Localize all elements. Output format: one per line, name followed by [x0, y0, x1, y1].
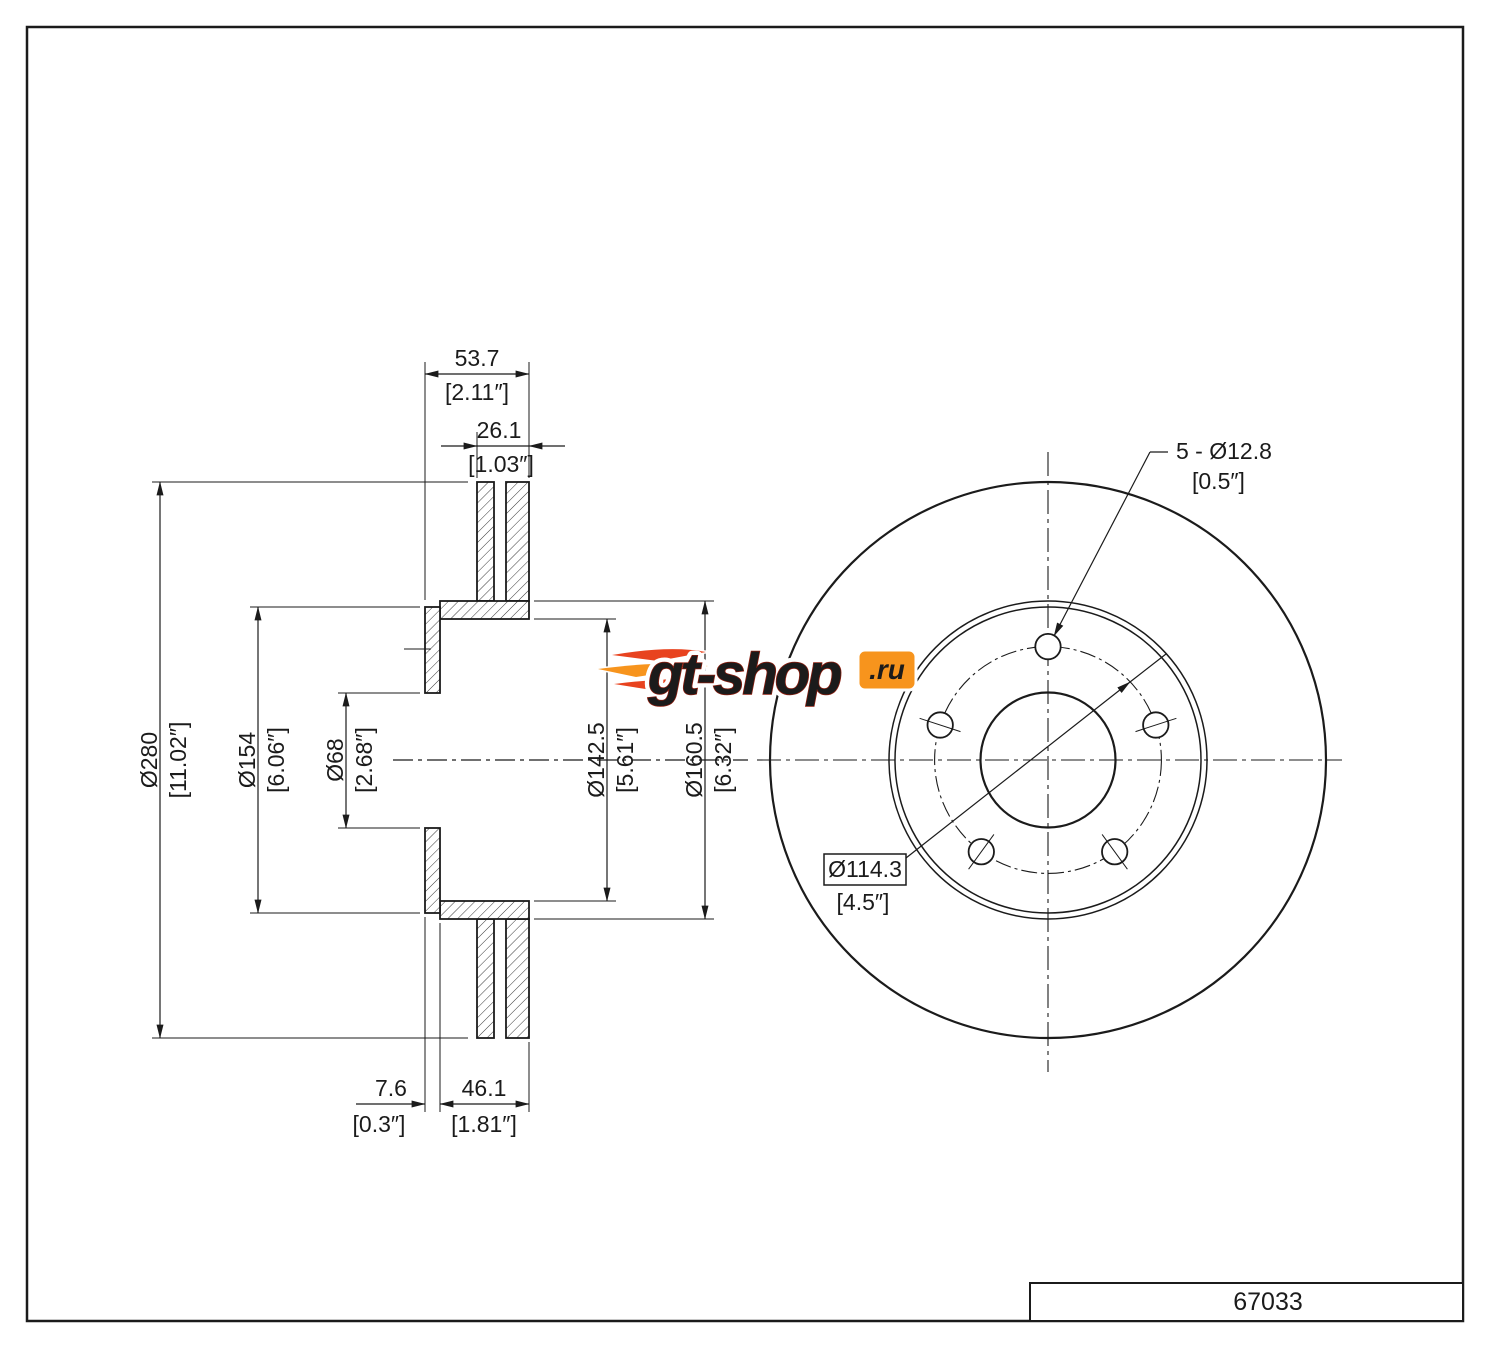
watermark-logo: gt-shop gt-shop .ru	[597, 637, 918, 712]
bolt-hole-tick	[919, 717, 961, 733]
bolt-hole-tick	[968, 834, 995, 870]
dim-disc-thickness-mm: 26.1	[477, 417, 522, 443]
bolt-hole-tick	[1101, 834, 1128, 870]
section-cut-hat-wall-top	[439, 600, 530, 620]
watermark-flame-streak	[613, 677, 711, 692]
dim-hat-depth-mm: 46.1	[462, 1075, 507, 1101]
section-view: Ø280 [11.02″] Ø154 [6.06″] Ø68 [2.68″] Ø…	[136, 345, 748, 1137]
front-view: 5 - Ø12.8 [0.5″] Ø114.3 [4.5″]	[757, 438, 1342, 1072]
section-cut-inboard-plate-bottom	[476, 918, 495, 1039]
frame-border	[25, 25, 1465, 1323]
dim-disc-thickness-in: [1.03″]	[468, 451, 534, 477]
dim-hat-face-and-depth: 7.6 [0.3″] 46.1 [1.81″]	[353, 917, 530, 1137]
section-cut-outboard-plate-bottom	[505, 918, 530, 1039]
dim-hat-diameter: Ø154 [6.06″]	[234, 606, 420, 914]
watermark-flame-streak	[611, 647, 707, 663]
section-cut-outboard-plate-top	[505, 481, 530, 602]
dim-hat-depth-in: [1.81″]	[451, 1111, 517, 1137]
dim-bore-diameter: Ø68 [2.68″]	[322, 692, 420, 829]
dim-vent-inner-diameter-mm: Ø142.5	[583, 722, 609, 797]
dim-outer-diameter: Ø280 [11.02″]	[136, 481, 468, 1039]
title-block: 67033	[1029, 1282, 1464, 1322]
dim-bolt-holes-in: [0.5″]	[1192, 468, 1245, 494]
callout-bolt-circle: Ø114.3 [4.5″]	[823, 653, 1167, 915]
bolt-hole	[1034, 632, 1062, 661]
dim-hat-face-thickness-mm: 7.6	[375, 1075, 407, 1101]
dim-hat-diameter-mm: Ø154	[234, 732, 260, 788]
dim-ring-inner-diameter-mm: Ø160.5	[681, 722, 707, 797]
callout-bolt-holes: 5 - Ø12.8 [0.5″]	[1053, 438, 1272, 637]
dim-ring-inner-diameter-in: [6.32″]	[710, 727, 736, 793]
dim-vent-inner-diameter: Ø142.5 [5.61″]	[534, 618, 638, 902]
bolt-hole-tick	[1135, 717, 1177, 733]
leader-line	[1053, 451, 1151, 637]
dim-outer-diameter-mm: Ø280	[136, 732, 162, 788]
dim-disc-thickness: 26.1 [1.03″]	[441, 417, 565, 478]
dim-hat-face-thickness-in: [0.3″]	[353, 1111, 406, 1137]
watermark-flame-streak	[597, 662, 709, 679]
bolt-circle-label-box	[823, 853, 907, 886]
dim-hat-diameter-in: [6.06″]	[263, 727, 289, 793]
dim-bolt-circle-mm: Ø114.3	[828, 856, 902, 882]
watermark-text-halo: gt-shop	[647, 642, 841, 707]
title-block-box	[1029, 1282, 1464, 1322]
dim-total-width-mm: 53.7	[455, 345, 500, 371]
dim-total-width: 53.7 [2.11″]	[424, 345, 530, 600]
dim-vent-inner-diameter-in: [5.61″]	[612, 727, 638, 793]
leader-line	[905, 681, 1131, 859]
watermark-text: gt-shop	[647, 642, 841, 707]
section-cut-inboard-plate-top	[476, 481, 495, 602]
leader-line	[1129, 653, 1167, 683]
watermark-ru-text: .ru	[869, 654, 905, 685]
dim-bolt-circle-in: [4.5″]	[837, 889, 890, 915]
part-number: 67033	[1233, 1288, 1303, 1316]
section-cut-hat-wall-bottom	[439, 900, 530, 920]
section-cut-hat-face-bottom	[424, 827, 441, 914]
dim-ring-inner-diameter: Ø160.5 [6.32″]	[534, 600, 736, 920]
section-cut-hat-face-top	[424, 606, 441, 694]
dim-bore-diameter-in: [2.68″]	[351, 727, 377, 793]
watermark-ru-box	[856, 648, 918, 692]
dim-total-width-in: [2.11″]	[445, 379, 509, 405]
dim-bolt-holes-mm: 5 - Ø12.8	[1176, 438, 1272, 464]
dim-bore-diameter-mm: Ø68	[322, 738, 348, 781]
dim-outer-diameter-in: [11.02″]	[165, 722, 191, 799]
